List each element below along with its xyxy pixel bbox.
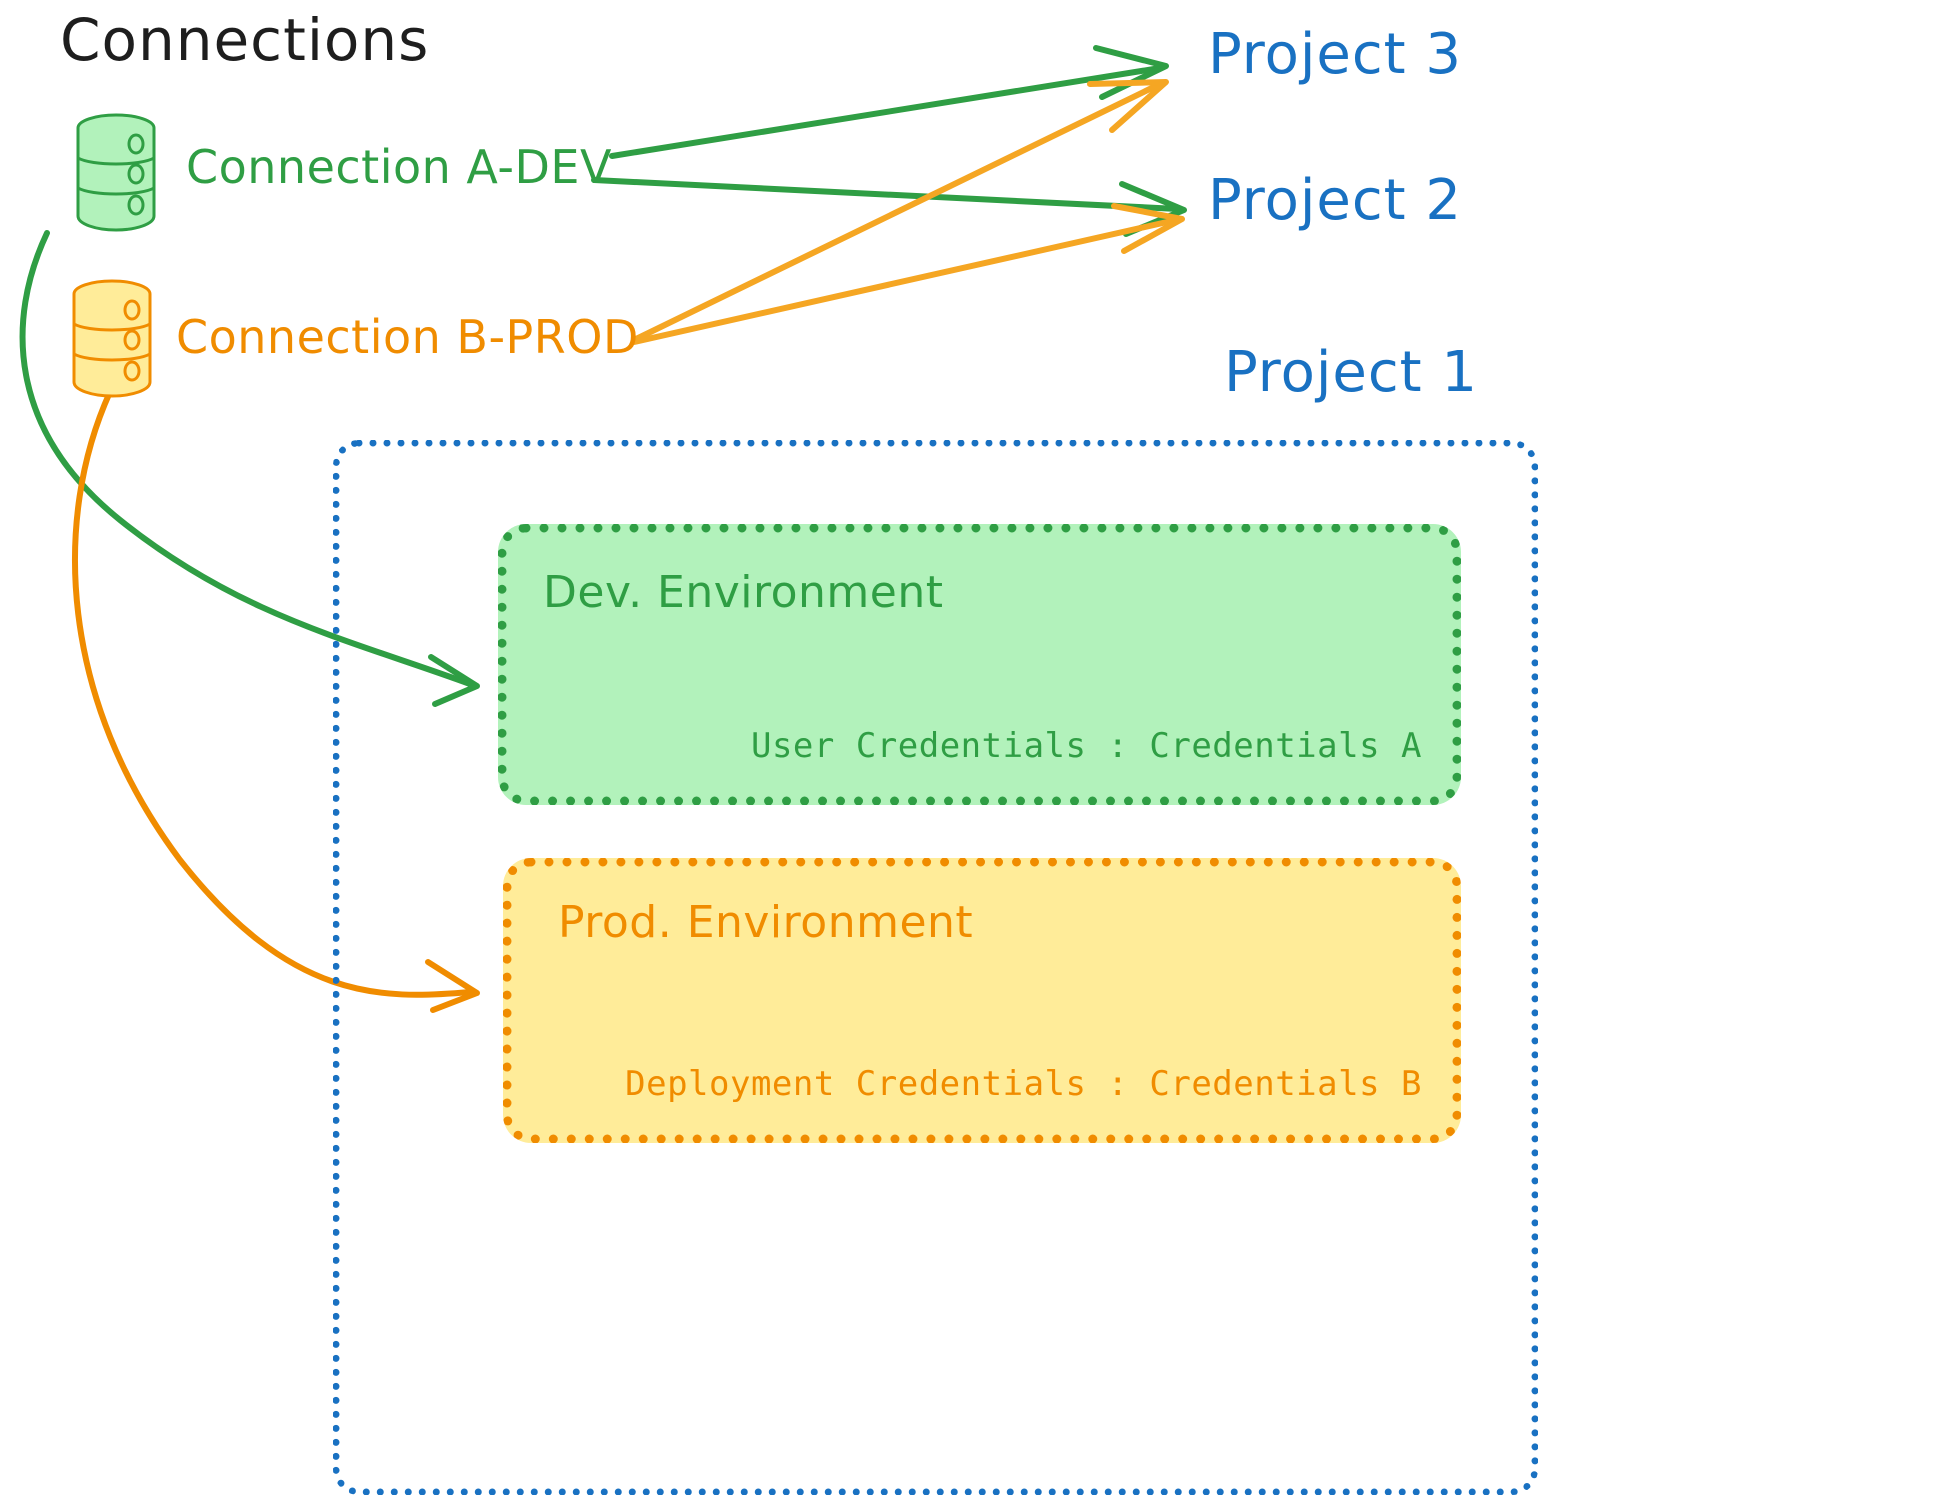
edge-prod-to-project-3 [631, 79, 1169, 343]
connection-label-b-prod: Connection B-PROD [176, 310, 639, 364]
prod-environment-box: Prod. Environment Deployment Credentials… [503, 858, 1461, 1143]
database-icon-b-prod [72, 279, 152, 398]
dev-environment-box: Dev. Environment User Credentials : Cred… [498, 524, 1461, 805]
edge-dev-to-project-3 [609, 45, 1169, 159]
page-title: Connections [60, 6, 430, 74]
connection-label-a-dev: Connection A-DEV [186, 140, 612, 194]
database-icon-a-dev [76, 113, 156, 232]
project-label-3: Project 3 [1208, 22, 1463, 87]
project-label-2: Project 2 [1208, 168, 1463, 233]
dev-environment-credentials: User Credentials : Credentials A [750, 726, 1422, 766]
prod-environment-credentials: Deployment Credentials : Credentials B [625, 1064, 1422, 1104]
edge-prod-to-project-2 [631, 203, 1185, 345]
project-1-container [333, 440, 1538, 1495]
dev-environment-title: Dev. Environment [543, 567, 944, 618]
prod-environment-title: Prod. Environment [558, 897, 974, 948]
project-label-1: Project 1 [1224, 340, 1479, 405]
edge-dev-to-project-2 [591, 177, 1187, 237]
